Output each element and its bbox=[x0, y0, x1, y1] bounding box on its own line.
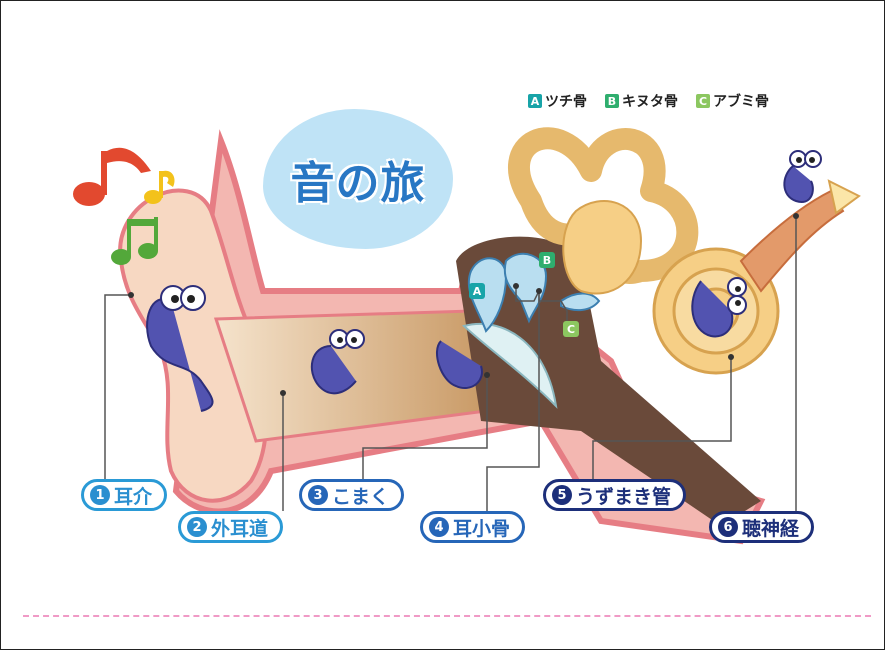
label-pinna-number: 1 bbox=[90, 485, 110, 505]
nerve-arrow bbox=[827, 179, 861, 215]
music-note-red-icon bbox=[73, 147, 151, 206]
leader-line-ossicles bbox=[486, 291, 540, 511]
character-nerve-icon bbox=[783, 150, 822, 203]
malleus-shape bbox=[467, 257, 508, 333]
character-eardrum-icon bbox=[436, 340, 483, 389]
label-pinna: 1 耳介 bbox=[81, 479, 168, 511]
title-cloud: 音の旅 bbox=[263, 109, 453, 249]
label-ossicles-number: 4 bbox=[429, 517, 449, 537]
dashed-divider bbox=[23, 615, 871, 617]
label-ear-canal: 2 外耳道 bbox=[178, 511, 284, 543]
bone-tag-a: A bbox=[469, 283, 485, 299]
leader-line-eardrum bbox=[362, 375, 488, 479]
page-title: 音の旅 bbox=[290, 158, 426, 209]
label-ossicles-text: 耳小骨 bbox=[453, 517, 511, 540]
label-cochlea-number: 5 bbox=[552, 485, 572, 505]
legend-c-label: アブミ骨 bbox=[713, 94, 769, 110]
label-auditory-nerve-text: 聴神経 bbox=[742, 517, 800, 540]
legend-item-b: B キヌタ骨 bbox=[605, 91, 678, 111]
ossicle-legend: A ツチ骨 B キヌタ骨 C アブミ骨 bbox=[528, 91, 769, 111]
label-cochlea-text: うずまき管 bbox=[576, 485, 672, 508]
legend-b-badge: B bbox=[605, 94, 619, 108]
label-ear-canal-number: 2 bbox=[187, 517, 207, 537]
legend-c-badge: C bbox=[696, 94, 710, 108]
auditory-nerve bbox=[739, 189, 845, 293]
leader-line-pinna bbox=[104, 294, 131, 479]
label-auditory-nerve-number: 6 bbox=[718, 517, 738, 537]
character-pinna-icon bbox=[146, 285, 214, 412]
label-cochlea: 5 うずまき管 bbox=[543, 479, 687, 511]
legend-a-label: ツチ骨 bbox=[545, 94, 587, 110]
music-note-yellow-icon bbox=[144, 170, 175, 204]
legend-item-a: A ツチ骨 bbox=[528, 91, 587, 111]
character-canal-icon bbox=[310, 329, 365, 395]
label-eardrum-text: こまく bbox=[332, 485, 390, 508]
label-eardrum-number: 3 bbox=[308, 485, 328, 505]
eardrum bbox=[461, 322, 558, 409]
vestibule bbox=[562, 200, 643, 295]
bone-bracket bbox=[515, 286, 568, 323]
stapes-shape bbox=[560, 292, 601, 312]
label-eardrum: 3 こまく bbox=[299, 479, 405, 511]
label-ear-canal-text: 外耳道 bbox=[211, 517, 269, 540]
label-pinna-text: 耳介 bbox=[114, 485, 153, 508]
leader-line-cochlea bbox=[592, 357, 732, 479]
bone-tag-b: B bbox=[539, 252, 555, 268]
legend-a-badge: A bbox=[528, 94, 542, 108]
legend-b-label: キヌタ骨 bbox=[622, 94, 678, 110]
leader-dots bbox=[128, 213, 799, 396]
label-ossicles: 4 耳小骨 bbox=[420, 511, 526, 543]
character-cochlea-icon bbox=[691, 277, 747, 338]
bone-tag-c: C bbox=[563, 321, 579, 337]
legend-item-c: C アブミ骨 bbox=[696, 91, 769, 111]
label-auditory-nerve: 6 聴神経 bbox=[709, 511, 815, 543]
music-note-green-icon bbox=[111, 217, 158, 265]
